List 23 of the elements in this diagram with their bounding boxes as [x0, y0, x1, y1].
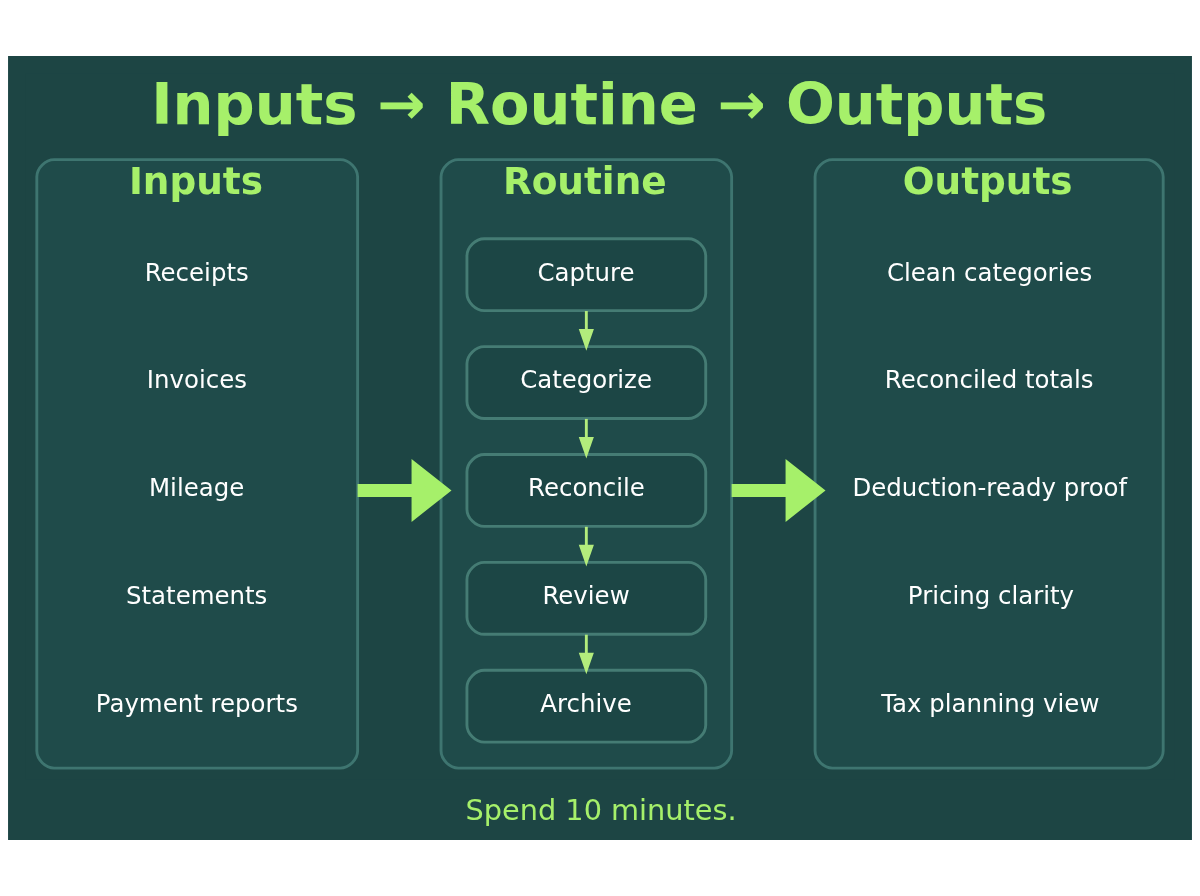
node-text: Reconciled totals	[884, 365, 1094, 395]
node-text: Deduction-ready proof	[852, 473, 1128, 503]
arrow	[578, 634, 594, 675]
node-box: Capture	[465, 237, 708, 313]
arrow	[578, 418, 594, 459]
arrow	[357, 458, 452, 522]
node-box: Reconcile	[465, 453, 708, 528]
node-text: Tax planning view	[881, 689, 1100, 719]
node-box: Categorize	[465, 345, 708, 420]
node-text: Payment reports	[95, 689, 298, 719]
node-box: Archive	[465, 668, 708, 744]
node-box: Review	[465, 560, 708, 636]
arrow	[578, 526, 594, 567]
node-text: Receipts	[144, 257, 249, 287]
caption: Spend 10 minutes.	[465, 792, 737, 827]
node-text: Mileage	[149, 473, 245, 503]
node-text: Clean categories	[886, 257, 1093, 287]
node-text: Statements	[126, 581, 268, 611]
node-text: Invoices	[146, 365, 247, 395]
node-text: Pricing clarity	[907, 581, 1075, 611]
diagram-title: Inputs → Routine → Outputs	[151, 70, 1048, 138]
arrow	[731, 458, 826, 522]
arrow	[578, 311, 594, 351]
